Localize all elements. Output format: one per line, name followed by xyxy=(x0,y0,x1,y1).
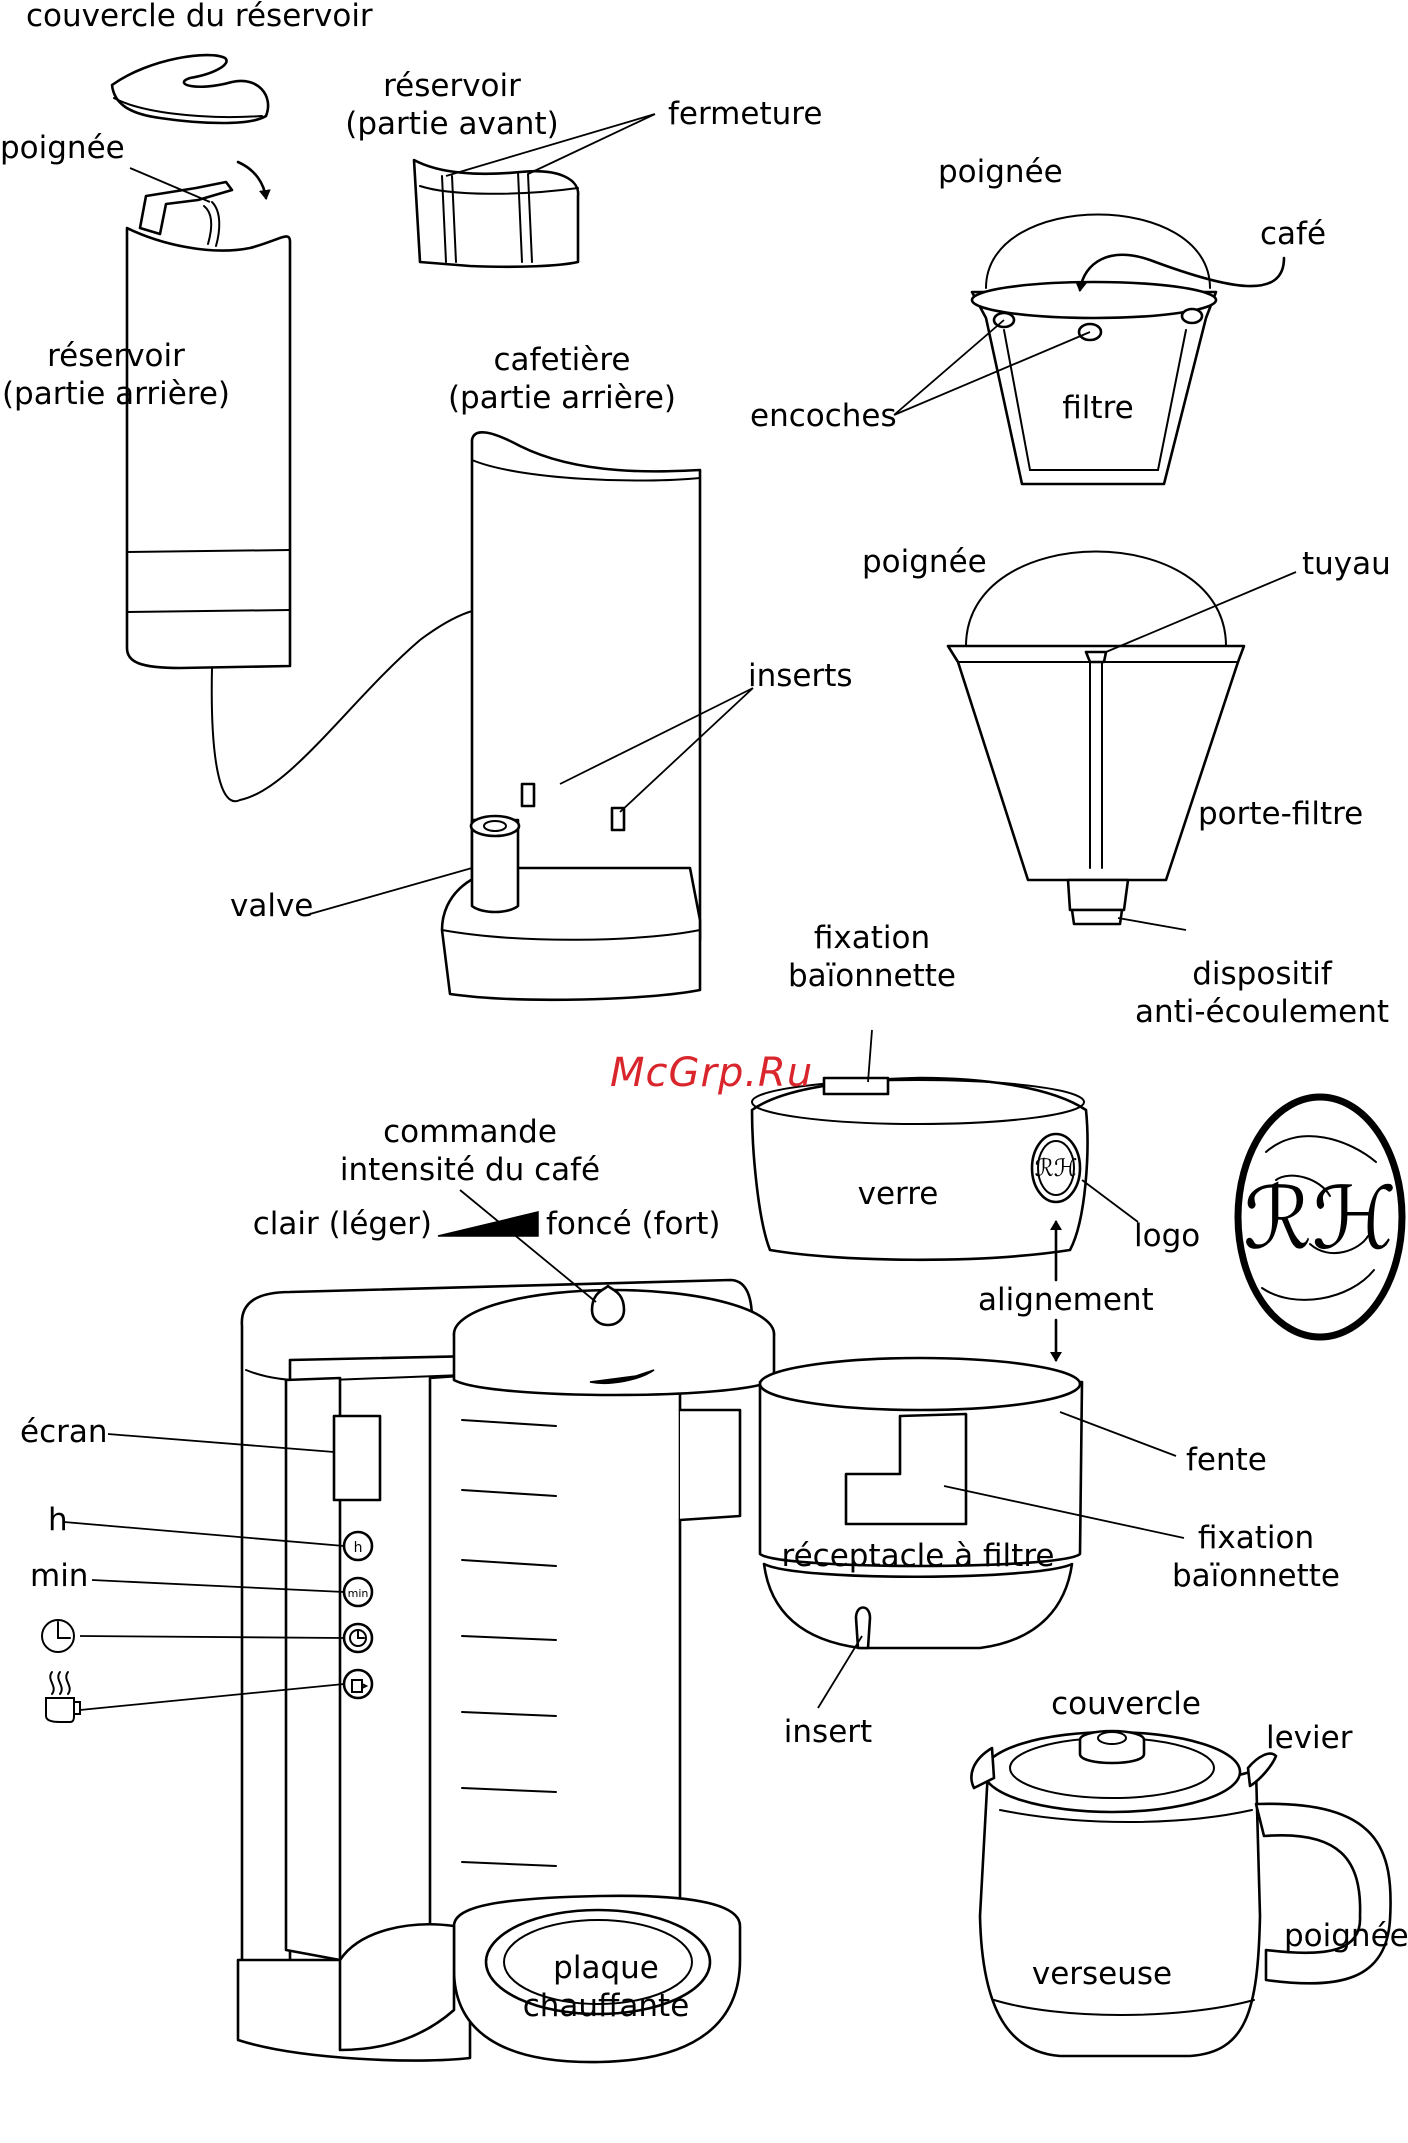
label-notches: encoches xyxy=(750,398,897,434)
label-lid: couvercle xyxy=(1051,1686,1201,1722)
coffee-maker-rear xyxy=(440,431,702,1002)
label-filter-holder: porte-filtre xyxy=(1198,796,1363,832)
label-lever: levier xyxy=(1266,1720,1353,1756)
watermark: McGrp.Ru xyxy=(610,1050,813,1096)
label-filter-receptacle: réceptacle à filtre xyxy=(782,1538,1055,1574)
label-closure: fermeture xyxy=(668,96,822,132)
label-reservoir-rear-1: réservoir xyxy=(47,338,185,374)
filter-holder xyxy=(946,550,1246,926)
carafe xyxy=(970,1729,1392,2058)
glass-carafe-body: ℛℋ xyxy=(750,1076,1089,1262)
steaming-cup-icon xyxy=(45,1671,81,1723)
label-reservoir-front-2: (partie avant) xyxy=(345,106,558,142)
reservoir-front xyxy=(412,158,580,269)
button-clock[interactable] xyxy=(349,1629,367,1647)
label-basket-handle: poignée xyxy=(938,154,1063,190)
label-inserts: inserts xyxy=(748,658,853,694)
label-coffee-maker-rear-2: (partie arrière) xyxy=(448,380,676,416)
filter-receptacle xyxy=(758,1356,1084,1650)
label-alignment: alignement xyxy=(978,1282,1154,1318)
label-bayonet-2a: fixation xyxy=(1198,1520,1314,1556)
label-screen: écran xyxy=(20,1414,108,1450)
label-coffee-maker-rear-1: cafetière xyxy=(493,342,630,378)
button-keep-warm[interactable] xyxy=(351,1679,369,1693)
label-reservoir-handle: poignée xyxy=(0,130,125,166)
label-strength-control-1: commande xyxy=(383,1114,557,1150)
button-h-label: h xyxy=(354,1540,363,1556)
intensity-wedge-icon xyxy=(437,1211,539,1237)
label-strength-control-2: intensité du café xyxy=(340,1152,600,1188)
label-hour: h xyxy=(48,1502,68,1538)
label-reservoir-front-1: réservoir xyxy=(383,68,521,104)
label-anti-drip-1: dispositif xyxy=(1192,956,1333,992)
label-bayonet-1b: baïonnette xyxy=(788,958,956,994)
label-filter-holder-handle: poignée xyxy=(862,544,987,580)
label-carafe-handle: poignée xyxy=(1284,1918,1408,1954)
label-insert: insert xyxy=(784,1714,872,1750)
label-valve: valve xyxy=(230,888,313,924)
label-hot-plate-1: plaque xyxy=(553,1950,659,1986)
label-pipe: tuyau xyxy=(1302,546,1391,582)
label-bayonet-1a: fixation xyxy=(814,920,930,956)
label-reservoir-lid: couvercle du réservoir xyxy=(26,0,373,34)
label-light: clair (léger) xyxy=(253,1206,432,1242)
reservoir-lid xyxy=(110,53,270,125)
filter-basket xyxy=(970,213,1286,486)
label-minute: min xyxy=(30,1558,88,1594)
label-reservoir-rear-2: (partie arrière) xyxy=(2,376,230,412)
clock-icon xyxy=(41,1619,75,1653)
button-min[interactable]: min xyxy=(348,1587,369,1600)
label-logo: logo xyxy=(1134,1218,1200,1254)
label-carafe: verseuse xyxy=(1032,1956,1172,1992)
label-strong: foncé (fort) xyxy=(546,1206,720,1242)
coffee-maker-main xyxy=(236,1278,776,2064)
button-h[interactable]: h xyxy=(354,1540,363,1556)
leader-lines xyxy=(63,113,1297,1711)
button-min-label: min xyxy=(348,1587,369,1600)
glass-logo-mini: ℛℋ xyxy=(1035,1154,1078,1182)
label-filter: filtre xyxy=(1062,390,1133,426)
label-coffee: café xyxy=(1260,216,1326,252)
label-glass: verre xyxy=(858,1176,939,1212)
label-anti-drip-2: anti-écoulement xyxy=(1135,994,1389,1030)
labels: couvercle du réservoir poignée réservoir… xyxy=(0,0,1408,2024)
label-bayonet-2b: baïonnette xyxy=(1172,1558,1340,1594)
monogram-logo-icon: ℛℋ xyxy=(1234,1093,1406,1341)
label-slot: fente xyxy=(1186,1442,1267,1478)
label-hot-plate-2: chauffante xyxy=(523,1988,690,2024)
svg-text:ℛℋ: ℛℋ xyxy=(1243,1169,1397,1269)
